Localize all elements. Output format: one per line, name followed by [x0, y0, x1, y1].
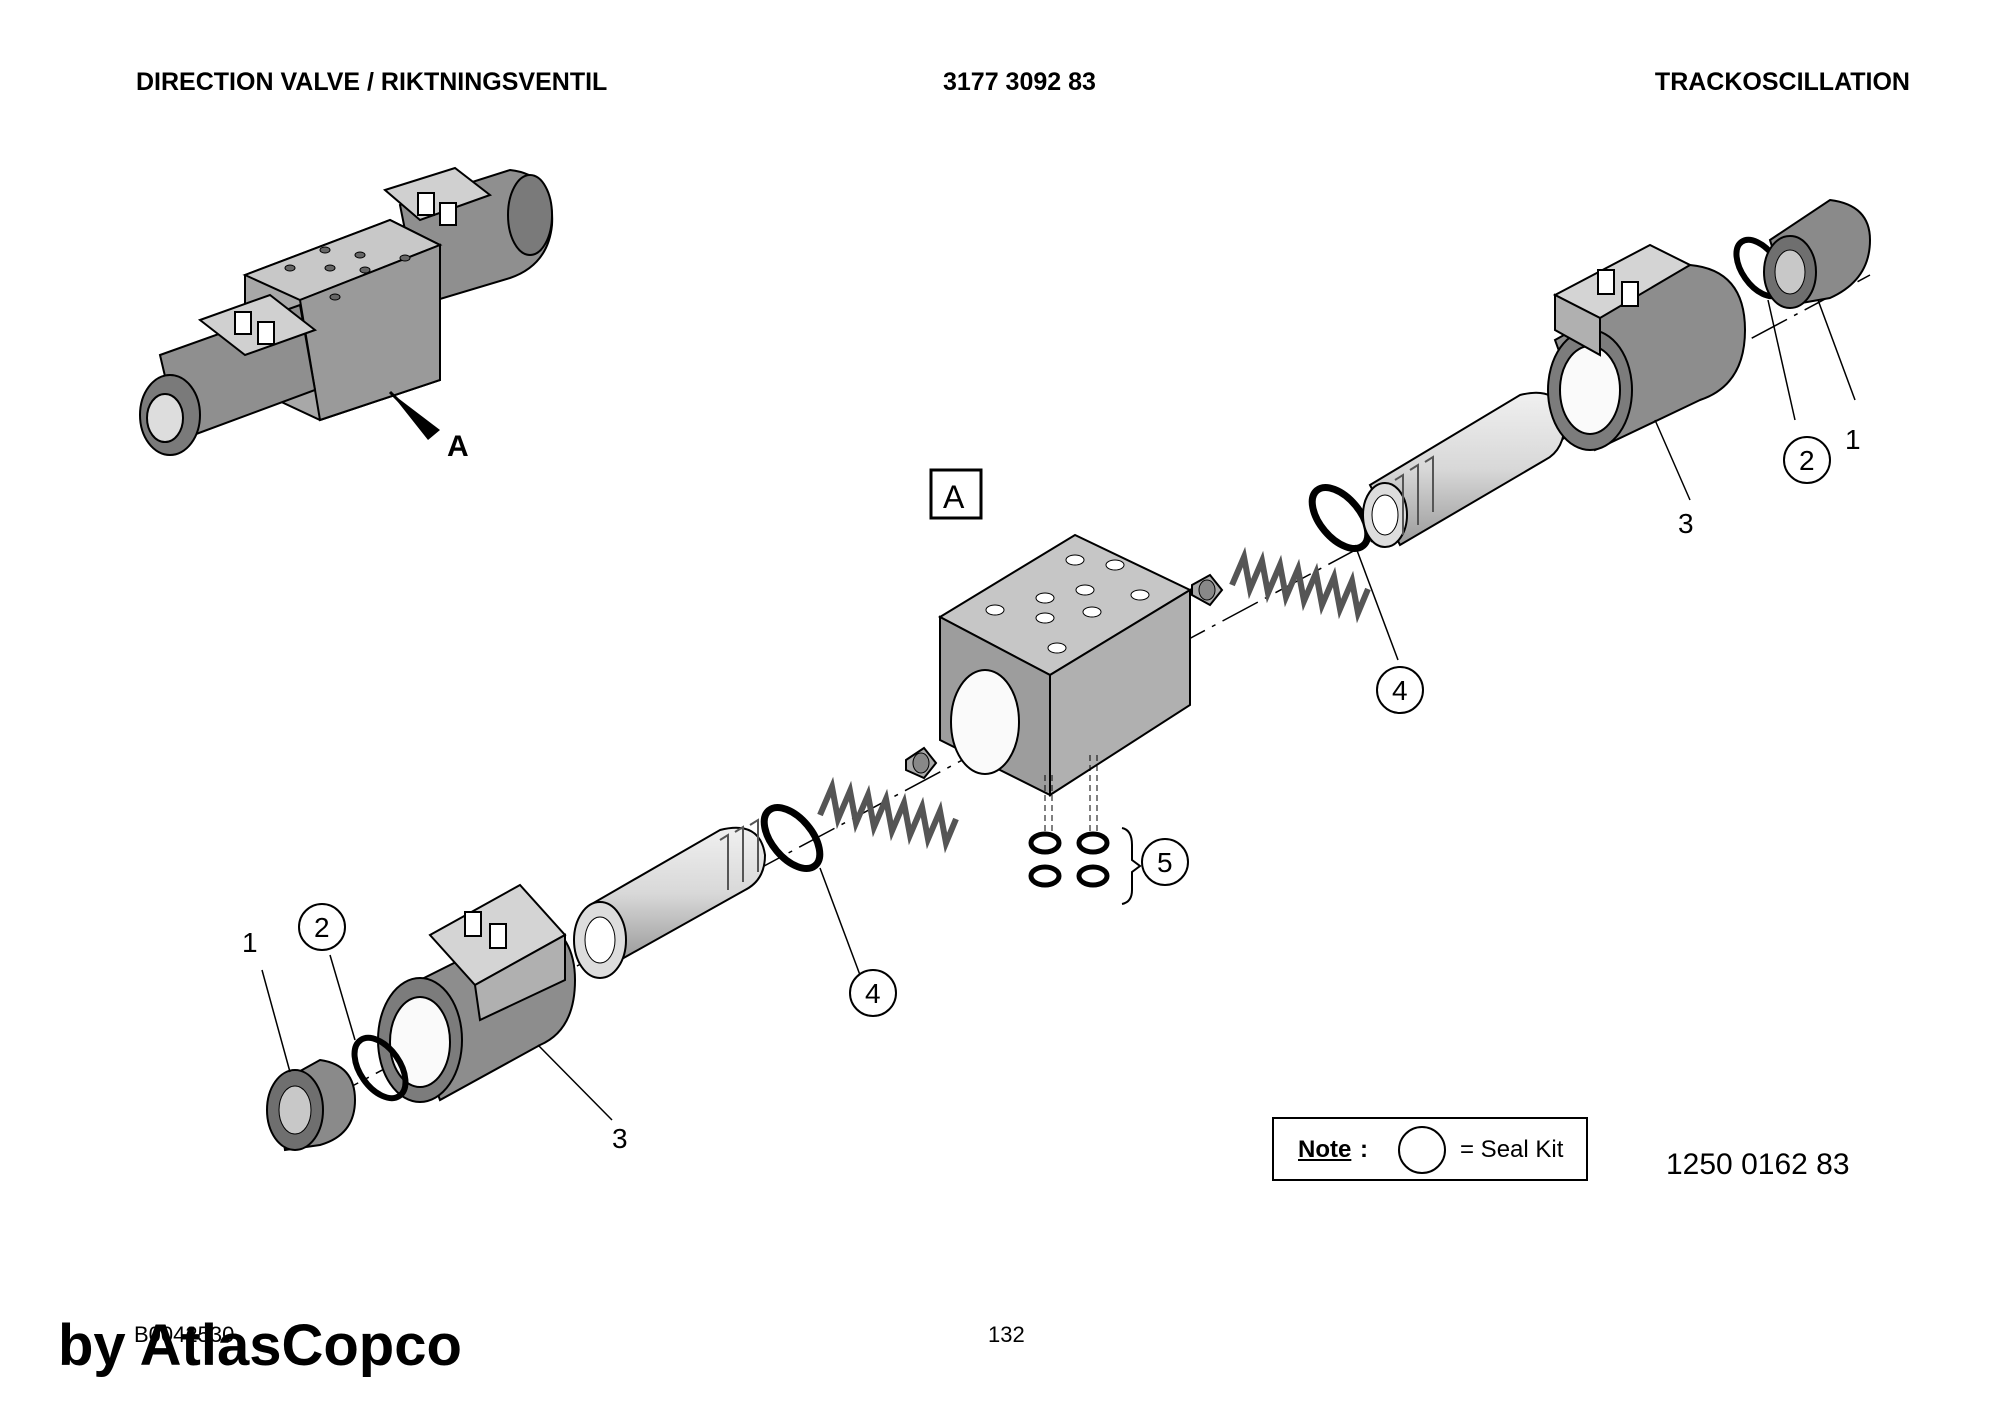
- seal-kit-note: Note : = Seal Kit: [1272, 1117, 1588, 1181]
- seal-kit-symbol-icon: [1398, 1126, 1446, 1174]
- note-text: = Seal Kit: [1460, 1136, 1564, 1163]
- o-ring-lower: [760, 804, 824, 872]
- callout-1-lower: 1: [242, 927, 258, 958]
- document-section: TRACKOSCILLATION: [1654, 68, 1910, 96]
- coil-lower: [377, 883, 577, 1103]
- page-number: 132: [988, 1322, 1025, 1347]
- callout-5: 5: [1157, 847, 1173, 878]
- document-title: DIRECTION VALVE / RIKTNINGSVENTIL: [136, 68, 608, 96]
- spring-upper: [1229, 546, 1371, 624]
- nut-lower: [266, 1058, 357, 1152]
- callout-circle-4-lower: [849, 969, 897, 1017]
- tube-lower: [573, 818, 767, 979]
- tube-upper: [1362, 391, 1567, 548]
- kit-part-number: 1250 0162 83: [1666, 1148, 1850, 1181]
- callout-1-upper: 1: [1845, 424, 1861, 455]
- callout-3-upper: 3: [1678, 508, 1694, 539]
- document-part-number: 3177 3092 83: [943, 68, 1096, 96]
- valve-body: [937, 533, 1193, 840]
- callout-3-lower: 3: [612, 1123, 628, 1154]
- o-ring-upper: [1308, 484, 1372, 552]
- view-label: A: [943, 479, 965, 515]
- spring-lower: [817, 776, 959, 854]
- star-fitting-upper: [1191, 573, 1224, 607]
- assembled-valve-illustration: [139, 166, 554, 456]
- drawing-id: B0042530: [134, 1322, 235, 1347]
- callout-circle-4-upper: [1376, 666, 1424, 714]
- note-label: Note: [1298, 1136, 1352, 1163]
- detail-arrow-label: A: [447, 430, 469, 463]
- seal-washers: [1028, 827, 1142, 905]
- note-colon: :: [1360, 1136, 1368, 1163]
- view-label-box: [929, 468, 983, 520]
- callout-circle-5: [1141, 838, 1189, 886]
- callout-4-upper: 4: [1392, 675, 1408, 706]
- star-fitting-lower: [905, 746, 938, 780]
- nut-upper: [1763, 198, 1872, 309]
- callout-circle-2-upper: [1783, 436, 1831, 484]
- callout-4-lower: 4: [865, 978, 881, 1009]
- o-ring-2-lower: [351, 1034, 409, 1102]
- coil-upper: [1547, 243, 1747, 452]
- watermark: by AtlasCopco: [58, 1313, 462, 1378]
- callout-circle-2-lower: [298, 903, 346, 951]
- callout-2-lower: 2: [314, 912, 330, 943]
- callout-2-upper: 2: [1799, 445, 1815, 476]
